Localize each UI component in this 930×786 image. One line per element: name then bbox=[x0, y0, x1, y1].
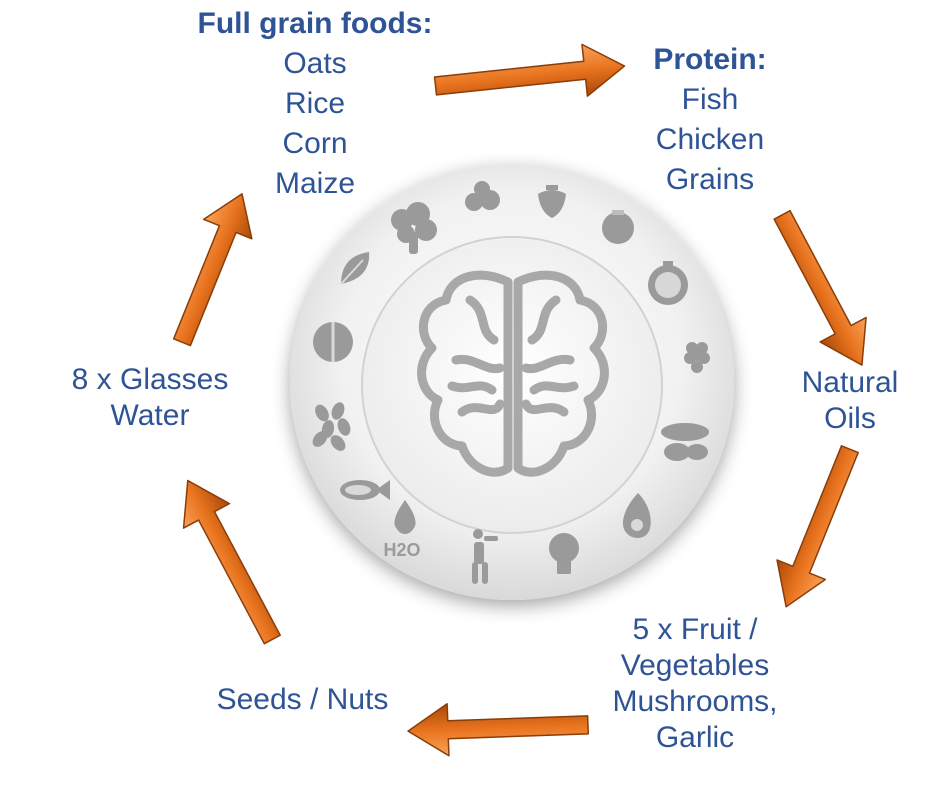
tomato-icon bbox=[602, 210, 634, 244]
spinach-icon bbox=[340, 252, 370, 285]
grain-item: Corn bbox=[282, 127, 348, 160]
broccoli-icon bbox=[391, 202, 437, 254]
raspberry-icon bbox=[684, 342, 710, 373]
exercise-icon bbox=[472, 529, 498, 584]
water-drop-icon: H2O bbox=[383, 500, 421, 560]
peanut-icon bbox=[661, 423, 709, 461]
fruit-line: Mushrooms, bbox=[612, 685, 778, 718]
arrow-fruit-to-seeds bbox=[407, 703, 590, 757]
protein-item: Grains bbox=[665, 163, 755, 196]
water-line: 8 x Glasses bbox=[71, 363, 229, 396]
arrow-water-to-grain bbox=[172, 193, 253, 347]
brain-icon bbox=[417, 270, 609, 477]
lightbulb-icon bbox=[549, 533, 579, 574]
arrow-protein-to-oils bbox=[773, 209, 867, 366]
protein-item: Chicken bbox=[655, 123, 765, 156]
seeds-line: Seeds / Nuts bbox=[216, 683, 389, 716]
cycle-arrows bbox=[172, 43, 867, 757]
strawberry-icon bbox=[538, 185, 566, 218]
oils-line: Oils bbox=[824, 402, 876, 435]
arrow-grain-to-protein bbox=[433, 43, 626, 97]
arrow-seeds-to-water bbox=[182, 479, 281, 645]
natural-oils-label: Natural Oils bbox=[770, 365, 930, 437]
water-formula-label: H2O bbox=[383, 540, 420, 560]
protein-heading: Protein: bbox=[653, 43, 767, 76]
fish-icon bbox=[340, 480, 390, 500]
pomegranate-icon bbox=[648, 261, 688, 305]
fruit-line: Garlic bbox=[655, 721, 735, 754]
full-grain-foods-heading: Full grain foods: bbox=[197, 7, 433, 40]
protein-label: Protein: Fish Chicken Grains bbox=[600, 40, 820, 200]
full-grain-foods-label: Full grain foods: Oats Rice Corn Maize bbox=[150, 4, 480, 204]
arrow-oils-to-fruit bbox=[776, 445, 859, 608]
grain-item: Rice bbox=[284, 87, 345, 120]
oils-line: Natural bbox=[801, 366, 899, 399]
protein-item: Fish bbox=[681, 83, 739, 116]
avocado-icon bbox=[622, 493, 651, 538]
water-line: Water bbox=[110, 399, 190, 432]
water-label: 8 x Glasses Water bbox=[30, 362, 270, 434]
seeds-nuts-label: Seeds / Nuts bbox=[190, 680, 415, 720]
fruit-line: Vegetables bbox=[620, 649, 770, 682]
walnut-icon bbox=[313, 322, 353, 362]
grain-item: Oats bbox=[283, 47, 347, 80]
blueberries-icon bbox=[465, 181, 500, 211]
fruit-vegetables-label: 5 x Fruit / Vegetables Mushrooms, Garlic bbox=[580, 612, 810, 756]
fruit-line: 5 x Fruit / bbox=[632, 613, 758, 646]
seeds-icon bbox=[312, 402, 351, 451]
grain-item: Maize bbox=[274, 167, 356, 200]
